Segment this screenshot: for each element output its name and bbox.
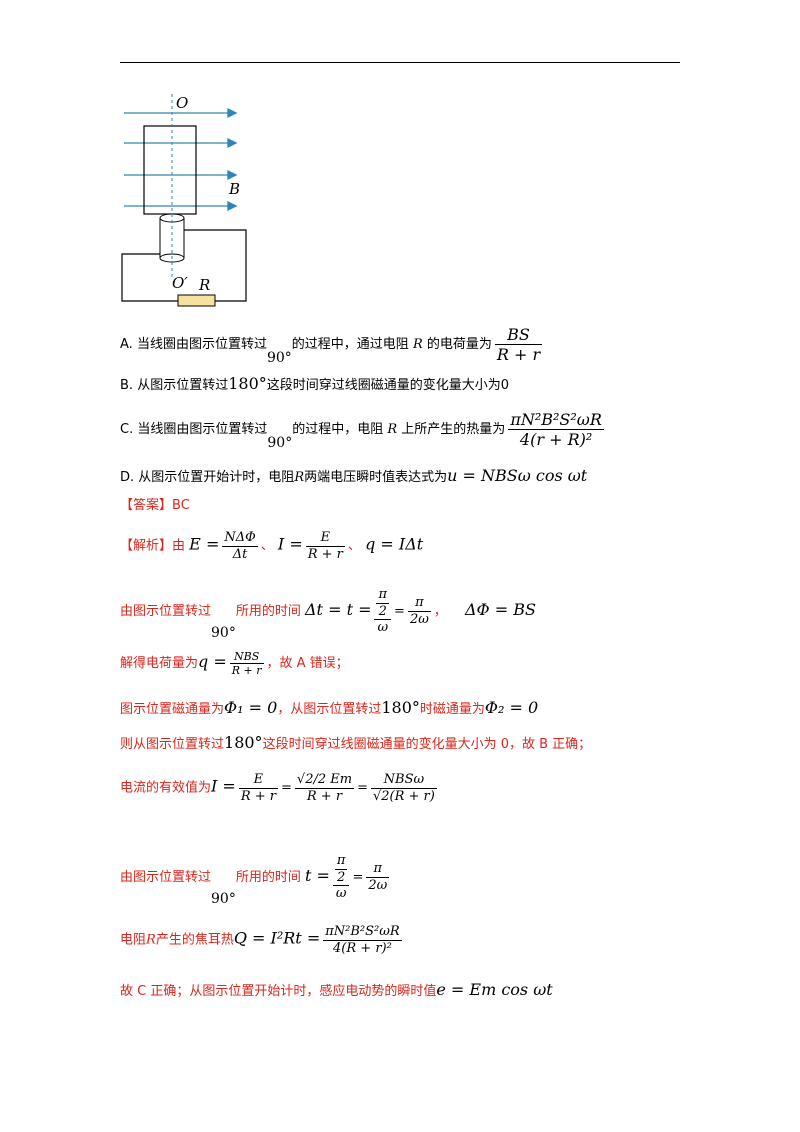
label-R: R	[198, 276, 210, 294]
label-O-prime: O′	[172, 274, 188, 292]
option-b: B. 从图示位置转过180°这段时间穿过线圈磁通量的变化量大小为0	[120, 374, 510, 393]
analysis-line-5: 则从图示位置转过180°这段时间穿过线圈磁通量的变化量大小为 0，故 B 正确；	[120, 733, 592, 752]
coil-loop	[143, 125, 197, 215]
label-O: O	[176, 94, 188, 112]
analysis-line-4: 图示位置磁通量为Φ₁ = 0，从图示位置转过180°时磁通量为Φ₂ = 0	[120, 698, 539, 717]
header-rule	[120, 62, 680, 63]
coil-diagram: O B O′ R	[121, 94, 247, 307]
label-B: B	[228, 180, 240, 198]
coil-figure: O B O′ R	[110, 88, 280, 314]
answer-line: 【答案】BC	[120, 498, 190, 513]
resistor	[177, 294, 216, 307]
option-d: D. 从图示位置开始计时，电阻R两端电压瞬时值表达式为u = NBSω cos …	[120, 466, 588, 485]
magnetic-field-lines	[124, 107, 238, 212]
analysis-line-9: 故 C 正确；从图示位置开始计时，感应电动势的瞬时值e = Em cos ωt	[120, 980, 553, 999]
